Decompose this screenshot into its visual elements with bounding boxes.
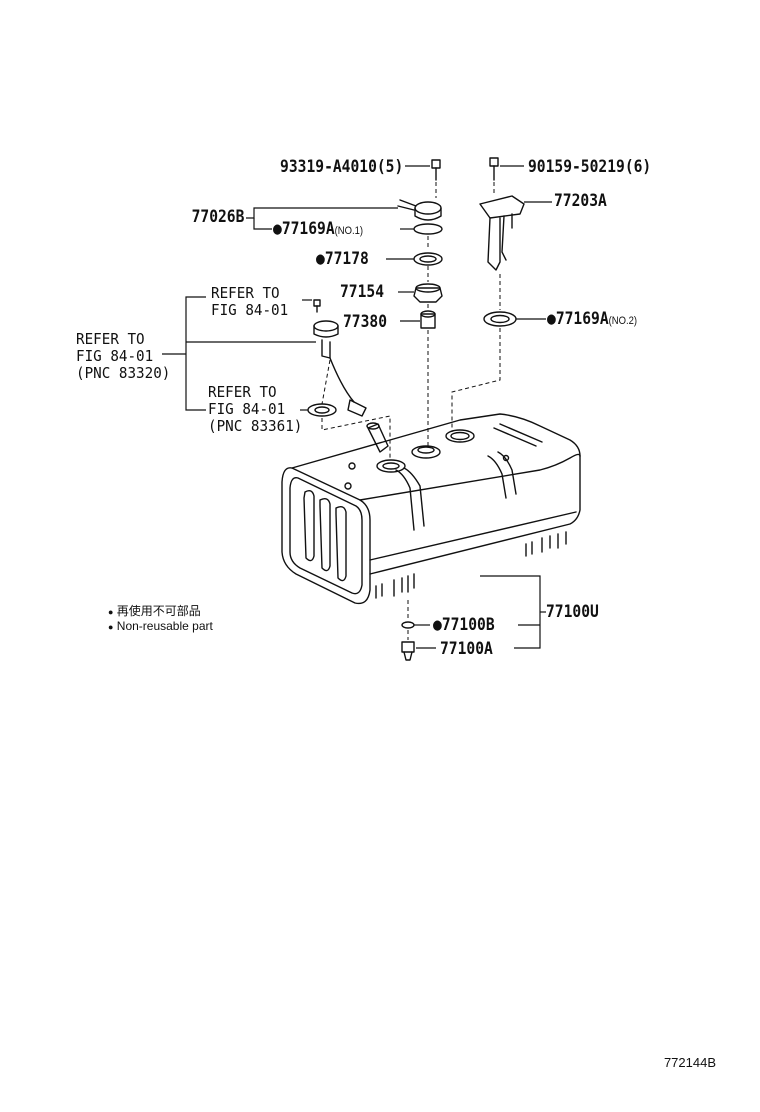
reference-pnc-83320: REFER TO FIG 84-01 (PNC 83320)	[76, 331, 170, 382]
reference-line: REFER TO	[208, 383, 277, 401]
part-label-77203A: 77203A	[554, 191, 607, 211]
legend-english-text: Non-reusable part	[116, 619, 213, 633]
part-number-77380: 77380	[343, 312, 388, 332]
part-number-90159: 90159-50219(6)	[528, 157, 652, 177]
ring-77178-shape	[413, 252, 443, 266]
reference-pnc-83361: REFER TO FIG 84-01 (PNC 83361)	[208, 384, 302, 435]
drain-plug-77100A-shape	[401, 641, 415, 661]
part-number-77100B: 77100B	[441, 615, 495, 635]
valve-77380-shape	[420, 310, 436, 329]
legend-dot	[108, 607, 113, 617]
part-number-93319: 93319-A4010(5)	[279, 157, 403, 177]
pump-77203A-shape	[479, 195, 525, 271]
reference-line: REFER TO	[76, 330, 145, 348]
part-number-77169A-no2: 77169A	[555, 309, 609, 329]
part-number-77100A: 77100A	[440, 639, 493, 659]
part-label-77100A: 77100A	[440, 639, 493, 659]
reference-line: (PNC 83320)	[76, 364, 171, 382]
gasket-83361-shape	[307, 403, 337, 417]
non-reusable-dot	[273, 219, 282, 239]
legend-chinese: 再使用不可部品	[108, 602, 201, 619]
part-number-77203A: 77203A	[554, 191, 607, 211]
fuel-tank-drawing	[281, 413, 581, 605]
non-reusable-dot	[316, 249, 325, 269]
reference-line: (PNC 83361)	[208, 417, 303, 435]
reference-line: FIG 84-01	[211, 301, 289, 319]
sender-83320-shape	[313, 299, 367, 417]
part-number-77100U: 77100U	[546, 602, 599, 622]
bolt-93319-shape	[431, 159, 441, 181]
legend-english: Non-reusable part	[108, 619, 213, 633]
non-reusable-dot	[433, 615, 442, 635]
reference-line: FIG 84-01	[208, 400, 286, 418]
cap-77154-shape	[413, 283, 443, 303]
reference-line: FIG 84-01	[76, 347, 154, 365]
part-number-77026B: 77026B	[191, 207, 244, 227]
reference-fig-84-01-top: REFER TO FIG 84-01	[211, 285, 288, 319]
part-label-77100U: 77100U	[546, 602, 599, 622]
gasket-77169A-no2-shape	[483, 311, 517, 327]
part-label-77100B: 77100B	[433, 615, 495, 635]
bolt-90159-shape	[489, 157, 499, 181]
part-label-77380: 77380	[343, 312, 387, 332]
part-label-77169A-no2: 77169A(NO.2)	[547, 309, 637, 329]
reference-line: REFER TO	[211, 284, 280, 302]
part-number-77154: 77154	[340, 282, 385, 302]
legend-chinese-text: 再使用不可部品	[116, 604, 201, 618]
figure-id: 772144B	[663, 1055, 716, 1070]
sender-gauge-77026B-shape	[397, 199, 442, 221]
part-qualifier-no1: (NO.1)	[334, 225, 364, 237]
drain-gasket-77100B-shape	[401, 621, 415, 629]
part-label-77178: 77178	[316, 249, 369, 269]
part-label-90159: 90159-50219(6)	[528, 157, 651, 177]
part-qualifier-no2: (NO.2)	[608, 315, 638, 327]
part-label-77169A-no1: 77169A(NO.1)	[273, 219, 363, 239]
part-label-77026B: 77026B	[191, 207, 244, 227]
gasket-77169A-no1-shape	[413, 223, 443, 235]
part-label-77154: 77154	[340, 282, 384, 302]
part-label-93319: 93319-A4010(5)	[280, 157, 403, 177]
part-number-77178: 77178	[324, 249, 369, 269]
legend-dot	[108, 622, 113, 632]
part-number-77169A-no1: 77169A	[281, 219, 335, 239]
non-reusable-dot	[547, 309, 556, 329]
